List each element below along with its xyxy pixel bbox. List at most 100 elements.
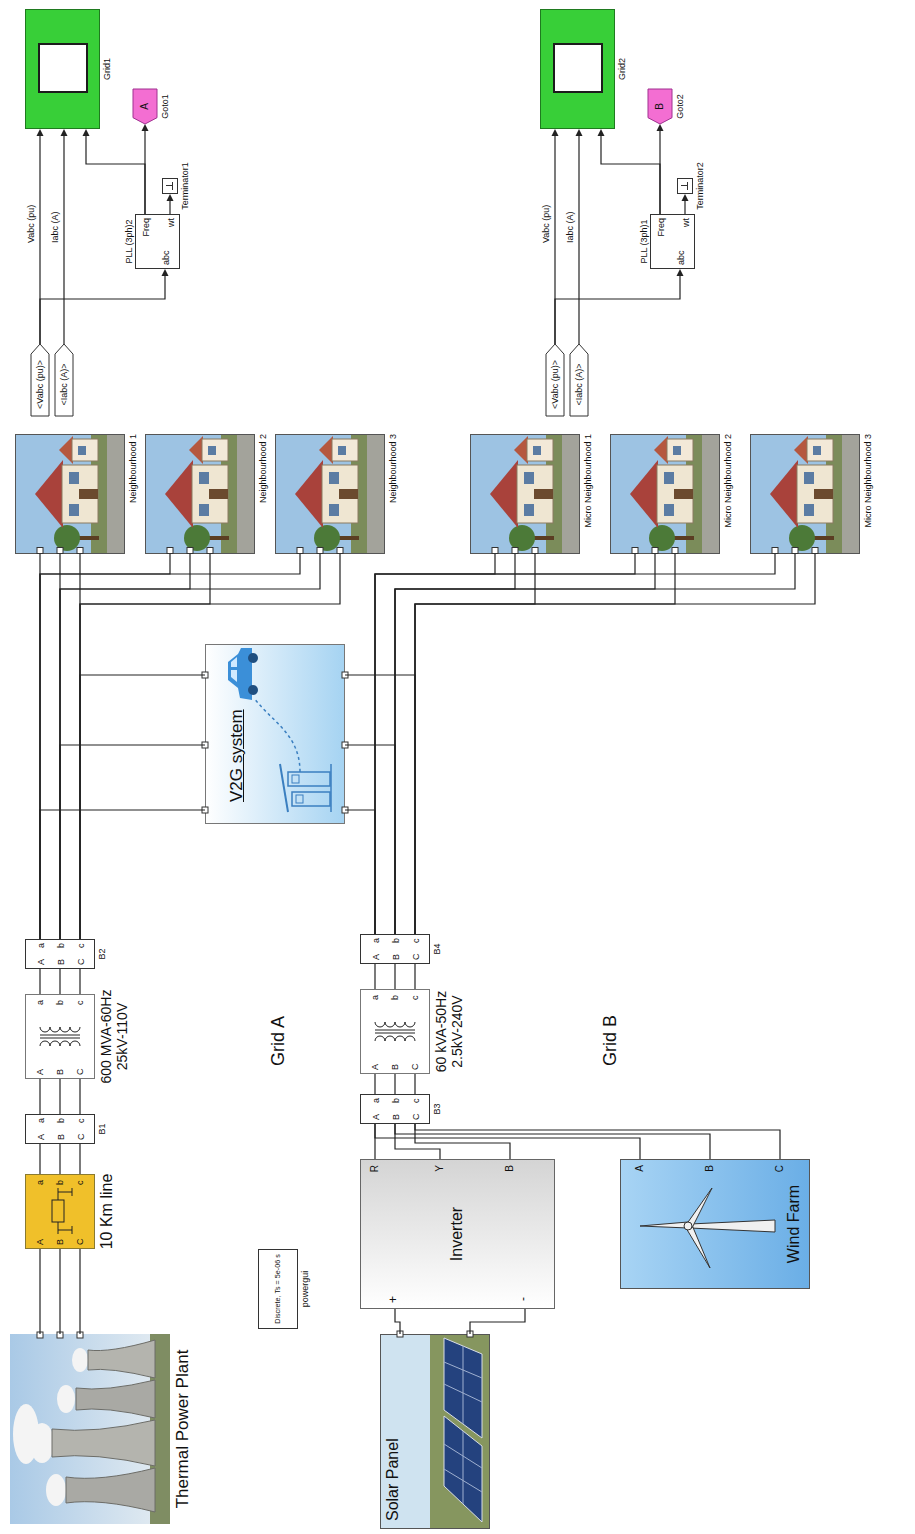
transformer-symbol-part (361, 990, 430, 1074)
port-letter: a (35, 1000, 45, 1005)
port-letter: c (411, 1099, 421, 1104)
signal-connector (682, 194, 689, 214)
arrow-head (576, 129, 583, 136)
port-name: wt (166, 218, 176, 227)
port-letter: B (504, 1165, 516, 1172)
port-letter: R (369, 1165, 381, 1172)
solar-panel-picture-part (444, 1338, 482, 1438)
wire (415, 1124, 510, 1159)
port-letter: a (371, 1098, 381, 1103)
neighbourhood-block: Neighbourhood 3 (275, 434, 385, 554)
v2g-illustration-part (206, 645, 345, 824)
wire (395, 1309, 400, 1334)
from-tag: <Iabc (A)> (570, 344, 588, 416)
wire (415, 554, 535, 934)
transformer-symbol-part (375, 1033, 415, 1034)
port-name: Freq (141, 218, 151, 237)
transformer-symbol-part (375, 1036, 415, 1041)
wire (375, 554, 495, 934)
wire (39, 1144, 40, 1174)
wind-farm-illustration (621, 1160, 810, 1289)
neighbourhood-block: Neighbourhood 2 (145, 434, 255, 554)
port-letter: C (410, 1064, 420, 1071)
port-letter: C (411, 1114, 421, 1121)
thermal-plant-picture-part (46, 1474, 66, 1506)
arrow-head (142, 124, 149, 131)
transmission-line-symbol-part (58, 1230, 72, 1231)
signal-connector (657, 124, 664, 214)
port-letter: c (410, 996, 420, 1001)
arrow-head (83, 129, 90, 136)
grid-label: Grid B (600, 1015, 621, 1066)
power-bus-connector (375, 554, 535, 934)
transmission-line-symbol-part (26, 1175, 95, 1249)
port-letter: C (76, 1134, 86, 1141)
power-bus-connector (375, 964, 415, 989)
power-bus-connector (40, 675, 205, 939)
bus-label: B4 (432, 943, 442, 954)
transformer-block: 600 MVA-60Hz 25kV-110VABCabc (25, 994, 95, 1079)
solar-panel-picture-part (444, 1444, 482, 1468)
thermal-plant-picture-part (76, 1380, 155, 1418)
pll-block: PLL (3ph)2abcFreqwt (135, 214, 180, 269)
thermal-plant-picture-part (66, 1468, 155, 1512)
port-letter: a (36, 1118, 46, 1123)
wire (374, 1074, 375, 1094)
transmission-line-symbol-part (58, 1188, 59, 1200)
solar-panel-picture-part (444, 1469, 482, 1492)
solar-panel-picture-part (380, 1334, 430, 1529)
signal-label: Iabc (A) (51, 210, 61, 244)
wire (59, 1249, 60, 1334)
thermal-plant-picture-part (88, 1340, 155, 1378)
wire (169, 200, 170, 214)
powergui-block: Discrete, Ts = 5e-06 spowergui (258, 1249, 298, 1329)
port-letter: c (76, 1119, 86, 1124)
wire (601, 135, 660, 214)
wire (375, 554, 775, 934)
wire (79, 1079, 80, 1114)
neighbourhood-pictures-part (15, 434, 125, 554)
wind-farm-illustration-part (640, 1222, 688, 1228)
power-bus-connector (375, 554, 815, 934)
wire (40, 810, 205, 939)
port-letter: a (35, 1180, 45, 1185)
solver-setting: Discrete, Ts = 5e-06 s (274, 1251, 282, 1327)
bus-label: B2 (97, 948, 107, 959)
wire (345, 675, 415, 934)
from-tag: <Vabc (pu)> (546, 344, 564, 416)
transformer-rating: 60 kVA-50Hz 2.5kV-240V (433, 974, 465, 1089)
port-name: abc (676, 250, 686, 265)
plant-label: Thermal Power Plant (173, 1350, 193, 1509)
thermal-plant-picture-part (52, 1420, 155, 1466)
bus-bar-block: B4ABCabc (360, 934, 430, 964)
thermal-plant-picture-part (57, 1385, 75, 1413)
solar-panel-picture-part (463, 1346, 464, 1424)
block-label: PLL (3ph)2 (124, 219, 134, 263)
port-letter: A (371, 954, 381, 960)
block-label: Goto1 (160, 94, 170, 119)
neighbourhood-pictures-part (610, 434, 720, 554)
transformer-symbol-part (40, 1027, 80, 1032)
v2g-illustration (202, 645, 348, 824)
wire (395, 554, 655, 934)
power-bus-connector (40, 554, 210, 939)
thermal-plant-picture-part (72, 1348, 88, 1372)
bus-bar-block: B3ABCabc (360, 1094, 430, 1124)
neighbourhood-pictures-part (275, 434, 385, 554)
port-letter: + (387, 1296, 401, 1303)
wire (63, 135, 64, 344)
v2g-illustration-part (296, 795, 303, 803)
power-bus-connector (40, 554, 340, 939)
neighbourhood-pictures-part (750, 434, 860, 554)
thermal-plant-picture-part (30, 1423, 54, 1463)
block-label: Micro Neighbourhood 2 (723, 434, 733, 528)
tag-outline (55, 344, 73, 416)
port-letter: b (56, 1118, 66, 1123)
transformer-block: 60 kVA-50Hz 2.5kV-240VABCabc (360, 989, 430, 1074)
signal-connector (167, 194, 174, 214)
thermal-plant-picture (10, 1332, 170, 1524)
transmission-line-symbol-part (58, 1192, 72, 1193)
signal-connector (61, 129, 68, 344)
v2g-illustration-part (292, 775, 299, 783)
wire (39, 969, 40, 994)
